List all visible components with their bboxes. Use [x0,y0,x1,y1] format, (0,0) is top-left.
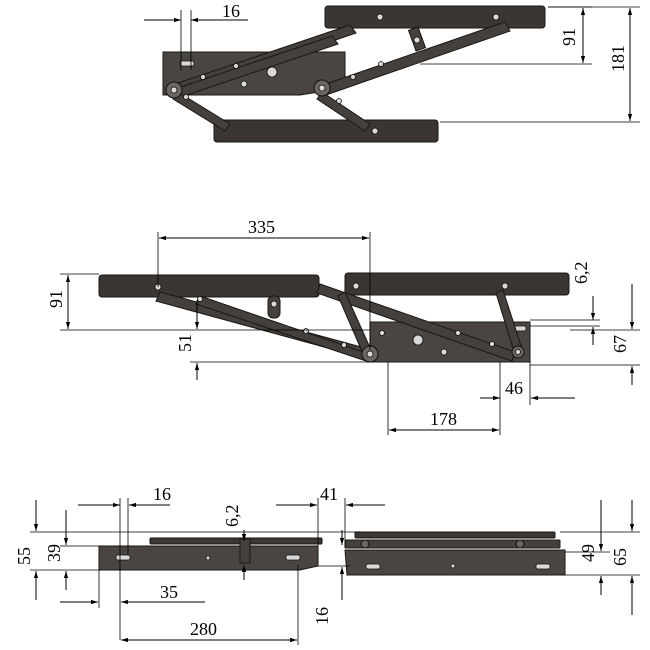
dimension-label: 91 [559,28,579,46]
link-arm [316,91,371,132]
dimension-label: 55 [14,547,34,565]
dimension-label: 335 [248,217,275,237]
dimension-label: 6,2 [222,505,242,528]
dimension-label: 178 [430,409,457,429]
dimension-label: 39 [44,544,64,562]
dimension-label: 16 [312,607,332,625]
dimension-label: 46 [505,378,523,398]
top-plate [324,5,546,29]
right-bracket [344,549,566,576]
dimension-label: 35 [160,582,178,602]
dimension-label: 181 [608,45,628,72]
dimension-label: 91 [46,290,66,308]
dimension-label: 16 [153,484,171,504]
left-plate [98,274,320,298]
dimension-label: 41 [320,484,338,504]
dimension-label: 6,2 [571,262,591,285]
view-folded: 16 91 181 [144,1,640,143]
dimension-label: 49 [578,544,598,562]
bottom-plate [213,119,439,143]
link-arm [316,283,516,362]
dimension-label: 280 [190,619,217,639]
dimension-label: 65 [610,548,630,566]
dimension-label: 51 [175,334,195,352]
link-arm [172,91,231,132]
view-side: 16 41 6,2 55 39 35 280 16 [14,484,640,645]
dimension-label: 67 [610,335,630,353]
dimension-label: 16 [222,1,240,21]
view-open: 335 91 51 6,2 67 46 178 [46,217,640,435]
right-plate [344,272,570,296]
